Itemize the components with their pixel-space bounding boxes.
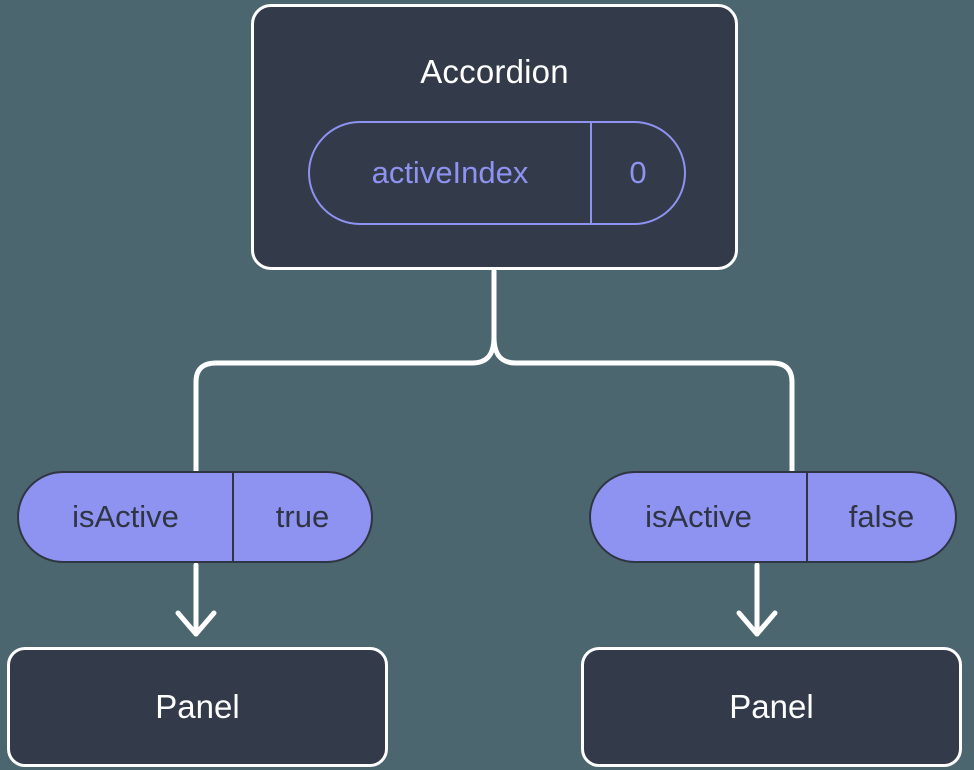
isactive-true-value: true xyxy=(232,473,371,561)
isactive-true-key: isActive xyxy=(72,499,179,534)
arrow-left xyxy=(175,562,217,637)
isactive-true-pill[interactable]: isActive true xyxy=(17,471,373,563)
accordion-title: Accordion xyxy=(420,53,569,90)
isactive-false-value: false xyxy=(806,473,955,561)
arrow-right xyxy=(736,562,778,637)
panel-node-right[interactable]: Panel xyxy=(581,647,962,767)
fork-connector xyxy=(193,268,497,474)
activeindex-prop-key: activeIndex xyxy=(371,155,529,190)
isactive-false-pill[interactable]: isActive false xyxy=(589,471,957,563)
isactive-false-key: isActive xyxy=(645,499,752,534)
fork-connector-right xyxy=(491,334,795,474)
activeindex-prop-value: 0 xyxy=(590,123,684,223)
panel-right-title: Panel xyxy=(729,688,814,725)
panel-node-left[interactable]: Panel xyxy=(7,647,388,767)
activeindex-prop-pill[interactable]: activeIndex 0 xyxy=(308,121,686,225)
panel-left-title: Panel xyxy=(155,688,240,725)
accordion-node[interactable]: Accordion activeIndex 0 xyxy=(251,4,738,270)
